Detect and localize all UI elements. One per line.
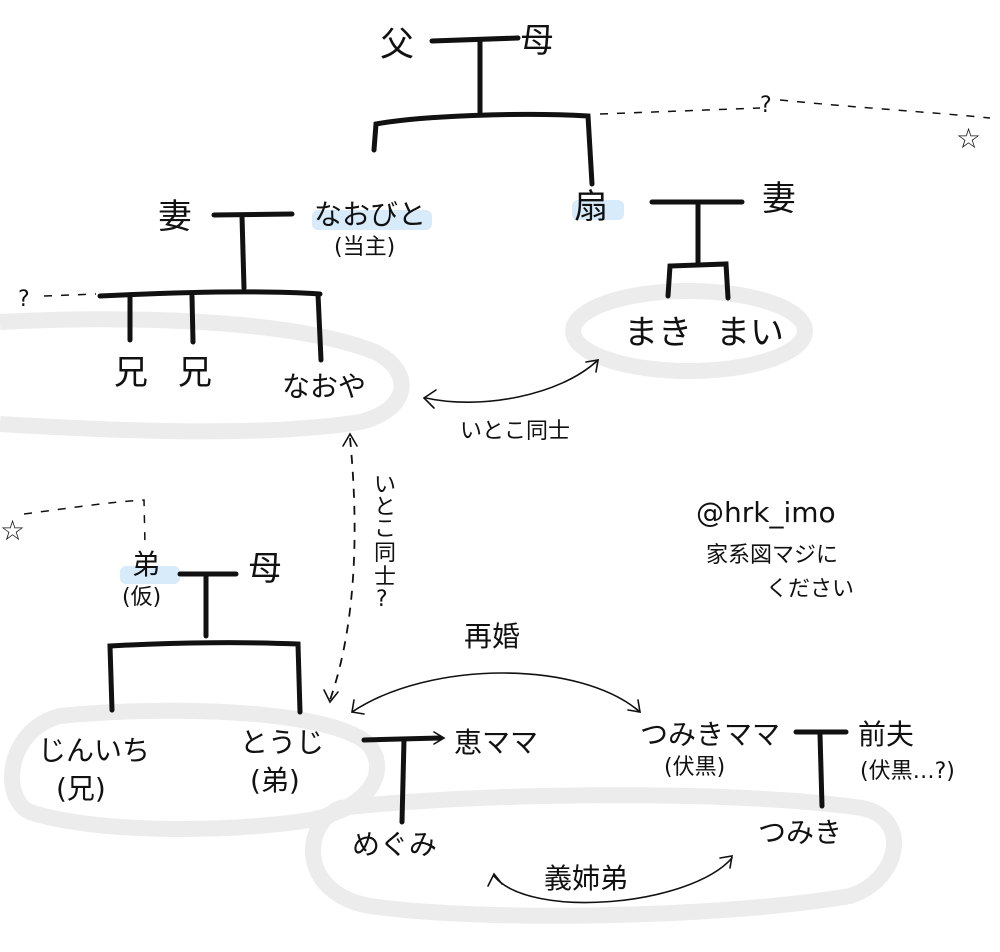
father-label: 父 — [380, 25, 414, 65]
cousins-vertical-char: と — [374, 495, 396, 520]
tsumiki-mama-note-label: (伏黒) — [664, 755, 725, 780]
question-right-label: ? — [760, 93, 772, 118]
step-siblings-arrow-line — [493, 857, 733, 904]
otouto-children-bar — [107, 640, 303, 715]
remarriage-label: 再婚 — [464, 620, 520, 653]
question-left-label: ? — [18, 287, 30, 312]
naobito-label: なおびと — [314, 198, 426, 231]
remarriage-head-right — [627, 699, 641, 713]
brother2-drop — [189, 293, 196, 345]
otouto-kari-label: 弟 — [132, 548, 160, 581]
cousins-horizontal-label: いとこ同士 — [460, 419, 570, 444]
cousins-vertical-arrow-line — [329, 437, 356, 701]
left-dashed-line — [43, 293, 97, 297]
brother2-label: 兄 — [178, 353, 212, 393]
megumi-mama-arrow-head — [433, 731, 446, 745]
ougi-highlight — [572, 200, 624, 220]
cousins-vertical-char: い — [374, 473, 396, 498]
otouto-highlight — [120, 566, 180, 584]
mother-bottom-label: 母 — [248, 549, 282, 589]
cousins-vertical-head-top — [342, 432, 358, 447]
maki-label: まき — [624, 313, 692, 353]
grouping-ellipses — [0, 283, 902, 924]
naoya-label: なおや — [282, 370, 366, 403]
ex-husband-note-label: (伏黒…?) — [860, 759, 955, 784]
remarriage-head-left — [351, 699, 365, 715]
ougi-label: 扇 — [574, 187, 608, 227]
naobito-children-bar — [97, 289, 323, 299]
cousins-arrow-head-left — [422, 389, 437, 409]
top-right-dashed-line-2 — [779, 99, 991, 119]
cousins-arrow-head-right — [585, 359, 599, 373]
tree-lines — [97, 35, 849, 825]
credit-note-line1: 家系図マジに — [706, 543, 838, 568]
top-right-dashed-line — [599, 107, 761, 115]
maki-mai-ellipse — [565, 283, 813, 379]
ougi-children-bar — [665, 261, 731, 301]
step-siblings-label: 義姉弟 — [544, 862, 628, 895]
ex-husband-label: 前夫 — [858, 718, 914, 751]
megumi-mama-label: 恵ママ — [454, 726, 538, 759]
megumi-descent-line — [399, 737, 407, 825]
cousins-arrow-line — [425, 359, 599, 403]
touji-label: とうじ — [240, 726, 324, 759]
jinichi-touji-ellipse — [4, 702, 386, 838]
brother1-label: 兄 — [114, 353, 148, 393]
naobito-note-label: (当主) — [334, 235, 395, 260]
credit-handle-label: @hrk_imo — [696, 496, 836, 529]
cousins-vertical-char: こ — [374, 517, 396, 542]
labels: 父 母 妻 なおびと (当主) 扇 妻 ? ? ☆ ☆ 兄 兄 なおや まき ま… — [0, 21, 981, 895]
cousins-vertical-char: ? — [376, 587, 388, 612]
naobito-marriage-line — [211, 211, 295, 218]
remarriage-arrow-line — [351, 672, 641, 713]
megumi-tsumiki-ellipse — [305, 787, 902, 924]
connectors — [23, 99, 991, 904]
cousins-vertical-label: い と こ 同 士 ? — [374, 473, 396, 612]
jinichi-note-label: (兄) — [56, 772, 106, 805]
jinichi-label: じんいち — [38, 734, 150, 767]
megumi-label: めぐみ — [352, 828, 437, 861]
tsumiki-descent-line — [817, 731, 825, 809]
cousins-vertical-char: 同 — [374, 541, 396, 566]
credit-note-line2: ください — [766, 577, 854, 602]
tsumiki-label: つみき — [758, 816, 842, 849]
wife-right-label: 妻 — [762, 179, 796, 219]
cousins-vertical-char: 士 — [374, 565, 396, 590]
naobito-descent-line — [239, 213, 247, 291]
mid-left-dashed-line — [23, 499, 146, 546]
left-siblings-ellipse — [0, 311, 410, 440]
touji-note-label: (弟) — [250, 764, 300, 797]
cousins-vertical-head-bottom — [323, 689, 339, 704]
step-siblings-head-left — [487, 872, 503, 887]
naobito-highlight — [312, 210, 432, 230]
mai-label: まい — [716, 313, 784, 353]
top-children-bar — [371, 111, 595, 187]
star-left-label: ☆ — [0, 514, 25, 547]
wife-left-label: 妻 — [158, 197, 192, 237]
naoya-drop — [315, 291, 324, 363]
top-marriage-line — [429, 35, 521, 44]
step-siblings-head-right — [719, 855, 733, 869]
highlights — [120, 200, 624, 584]
otouto-kari-note-label: (仮) — [122, 585, 161, 610]
tsumiki-mama-label: つみきママ — [640, 718, 780, 751]
mother-top-label: 母 — [520, 21, 554, 61]
star-right-label: ☆ — [956, 122, 981, 155]
